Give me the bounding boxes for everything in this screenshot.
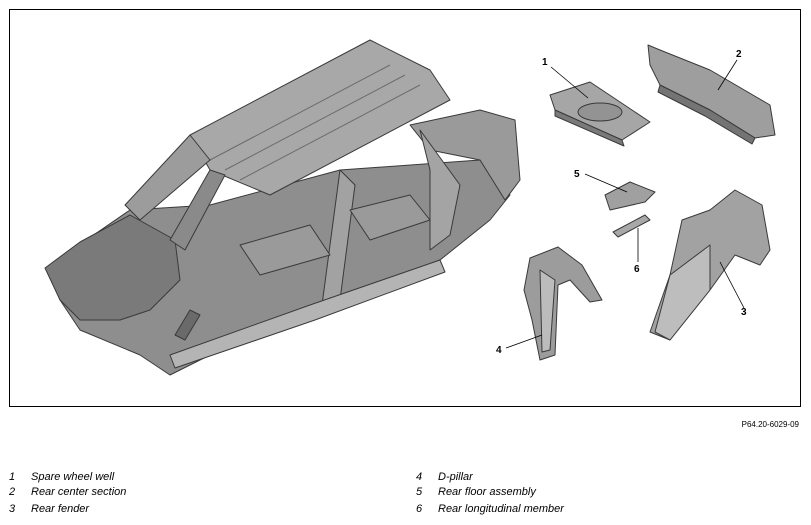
body-shell-illustration: 1 2 3 4 5 6 [44, 39, 776, 376]
part-rear-center-section [647, 44, 776, 145]
leader-line-3 [719, 261, 745, 309]
illustration-frame: 1 2 3 4 5 6 [9, 9, 801, 407]
car-a-pillar [124, 134, 211, 221]
leader-line-4 [505, 334, 543, 349]
legend-item: 1 Spare wheel well [9, 471, 114, 483]
legend-number: 5 [416, 486, 423, 498]
car-sill [169, 259, 446, 369]
legend-item: 2 Rear center section [9, 486, 126, 498]
legend: 1 Spare wheel well 2 Rear center section 3… [0, 471, 811, 525]
callout-5: 5 [574, 169, 580, 180]
part-spare-wheel-well [549, 81, 651, 147]
legend-item: 6 Rear longitudinal member [416, 503, 564, 515]
callout-1: 1 [542, 57, 548, 68]
legend-label: Rear longitudinal member [438, 503, 564, 515]
legend-label: Rear center section [31, 486, 127, 498]
leader-line-2 [717, 59, 738, 91]
callout-2: 2 [736, 49, 742, 60]
part-rear-floor-assembly [604, 181, 656, 211]
legend-item: 3 Rear fender [9, 503, 89, 515]
car-body-shell [44, 39, 521, 376]
legend-label: D-pillar [438, 471, 473, 483]
figure-reference: P64.20-6029-09 [741, 420, 799, 429]
part-d-pillar [523, 246, 603, 361]
legend-label: Rear floor assembly [438, 486, 536, 498]
legend-item: 5 Rear floor assembly [416, 486, 536, 498]
legend-item: 4 D-pillar [416, 471, 473, 483]
legend-label: Spare wheel well [31, 471, 115, 483]
legend-number: 3 [9, 503, 16, 515]
leader-lines [505, 59, 745, 349]
legend-label: Rear fender [31, 503, 90, 515]
callout-4: 4 [496, 345, 502, 356]
legend-number: 1 [9, 471, 16, 483]
legend-number: 6 [416, 503, 423, 515]
car-front-structure [44, 214, 181, 321]
car-rear-side [409, 109, 521, 201]
leader-line-1 [550, 66, 589, 99]
legend-number: 2 [9, 486, 16, 498]
callout-6: 6 [634, 264, 640, 275]
part-rear-fender [649, 189, 771, 341]
leader-line-5 [584, 173, 628, 193]
part-rear-longitudinal-member [612, 214, 651, 238]
callout-3: 3 [741, 307, 747, 318]
legend-number: 4 [416, 471, 423, 483]
